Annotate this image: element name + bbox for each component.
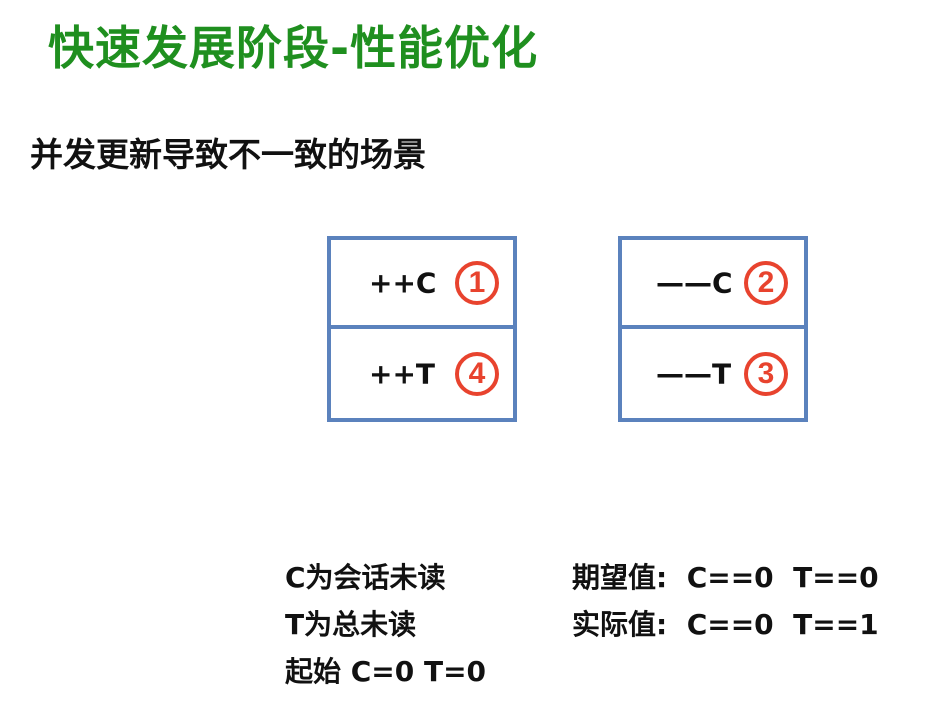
note-expected-value: 期望值: C==0 T==0 bbox=[572, 561, 879, 594]
operation-label: ++C bbox=[369, 266, 437, 299]
box-row: ——T 3 bbox=[622, 329, 804, 418]
box-row: ——C 2 bbox=[622, 240, 804, 329]
operation-box-right: ——C 2 ——T 3 bbox=[618, 236, 808, 422]
step-number-circle: 1 bbox=[455, 260, 499, 305]
operation-box-left: ++C 1 ++T 4 bbox=[327, 236, 517, 422]
step-number-circle: 2 bbox=[744, 260, 788, 305]
operation-label: ++T bbox=[369, 357, 436, 390]
step-number-circle: 3 bbox=[744, 351, 788, 396]
box-row: ++T 4 bbox=[331, 329, 513, 418]
box-row: ++C 1 bbox=[331, 240, 513, 329]
step-number-circle: 4 bbox=[455, 351, 499, 396]
note-start-values: 起始 C=0 T=0 bbox=[285, 655, 487, 688]
note-t-definition: T为总未读 bbox=[285, 608, 417, 641]
operation-label: ——C bbox=[656, 266, 733, 299]
operation-label: ——T bbox=[656, 357, 732, 390]
note-c-definition: C为会话未读 bbox=[285, 561, 446, 594]
slide-title: 快速发展阶段-性能优化 bbox=[48, 21, 539, 75]
note-actual-value: 实际值: C==0 T==1 bbox=[572, 608, 879, 641]
slide-subtitle: 并发更新导致不一致的场景 bbox=[30, 135, 426, 174]
